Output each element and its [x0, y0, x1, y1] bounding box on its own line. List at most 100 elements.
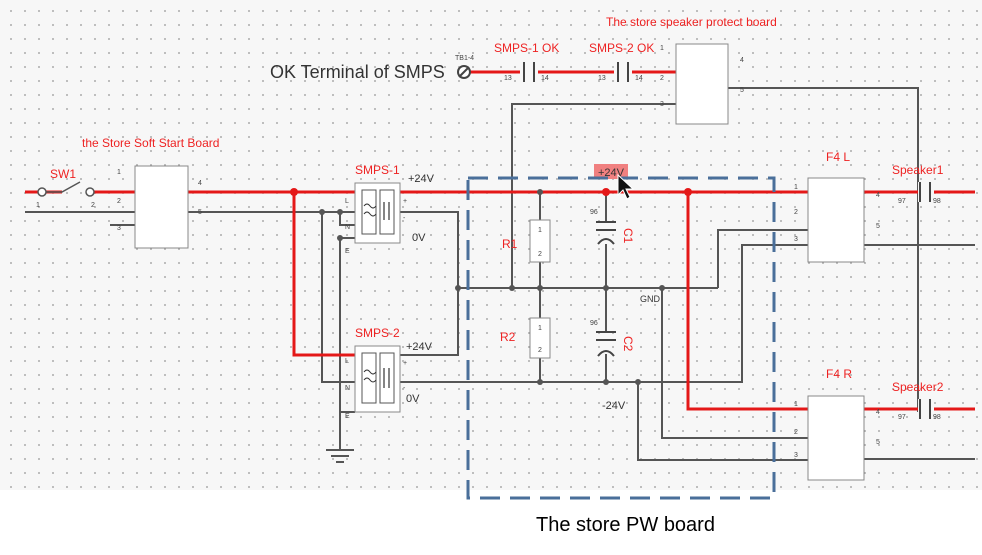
f4r-live-wire: [686, 192, 808, 411]
junction-dot: [603, 285, 609, 291]
r1-pin2: 2: [538, 251, 542, 258]
f4l-box: [807, 177, 865, 263]
r2-pin1: 1: [538, 325, 542, 332]
r1-label: R1: [502, 237, 518, 251]
r2-label: R2: [500, 330, 516, 344]
smps2-ok-label: SMPS-2 OK: [589, 41, 654, 55]
mouse-cursor-icon: [617, 173, 635, 200]
capacitor-plates-icon: [596, 331, 616, 341]
contact-gap: [520, 62, 538, 82]
r1-pin1: 1: [538, 227, 542, 234]
speaker1-pin98: 98: [933, 198, 941, 205]
smps1-ok-pin13: 13: [504, 75, 512, 82]
smps2-plus-label: +24V: [406, 341, 433, 353]
junction-dot: [290, 188, 298, 196]
f4r-module[interactable]: F4 R 1 2 3 4 5: [794, 367, 880, 481]
c1-pin: 96: [590, 209, 598, 216]
smps2-pin-plus: +: [403, 360, 407, 367]
junction-dot: [537, 189, 543, 195]
smps2-pin-n: N: [345, 385, 350, 392]
ac-wave-icon: [363, 203, 377, 217]
protect-pin4: 4: [740, 57, 744, 64]
smps1-module[interactable]: SMPS-1 +24V 0V L N E + -: [345, 163, 435, 255]
soft-start-title: the Store Soft Start Board: [82, 136, 219, 150]
junction-dot: [635, 379, 641, 385]
pw-board-caption: The store PW board: [536, 514, 715, 536]
smps1-inner-left: [361, 189, 377, 235]
speaker2-label: Speaker2: [892, 380, 944, 394]
junction-dot: [602, 188, 610, 196]
resistor-r1[interactable]: R1 1 2: [502, 219, 551, 263]
smps2-ok-pin13: 13: [598, 75, 606, 82]
speaker2-contact[interactable]: Speaker2 97 98: [892, 380, 944, 421]
smps2-label: SMPS-2: [355, 326, 400, 340]
junction-dot: [319, 209, 325, 215]
soft-start-board[interactable]: the Store Soft Start Board 1 2 3 4 5: [82, 136, 219, 249]
resistor-r2[interactable]: R2 1 2: [500, 317, 551, 359]
switch-sw1[interactable]: SW1 1 2: [36, 167, 95, 209]
junction-dot: [337, 235, 343, 241]
smps2-n-wire: [321, 212, 355, 383]
ok-terminal-label: OK Terminal of SMPS: [270, 62, 445, 82]
f4l-module[interactable]: F4 L 1 2 3 4 5: [794, 150, 880, 263]
smps2-pin-minus: -: [403, 385, 406, 392]
smps1-0v-wire: [400, 211, 459, 288]
smps2-ok-contact[interactable]: SMPS-2 OK 13 14: [589, 41, 654, 82]
junction-dot: [659, 285, 665, 291]
ok-terminal[interactable]: OK Terminal of SMPS TB1-4: [270, 55, 474, 82]
smps1-label: SMPS-1: [355, 163, 400, 177]
capacitor-curve-icon: [597, 238, 615, 245]
protect-pin3-wire: [511, 103, 676, 288]
f4r-box: [807, 395, 865, 481]
switch-terminal-icon: [37, 187, 47, 197]
junction-dot: [537, 285, 543, 291]
capacitor-c2[interactable]: C2 96: [590, 320, 635, 357]
f4l-pin2: 2: [794, 209, 798, 216]
f4r-pin1: 1: [794, 401, 798, 408]
smps2-inner-left: [361, 352, 377, 404]
ground-symbol-icon: [326, 449, 354, 463]
protect-pin3: 3: [660, 101, 664, 108]
capacitor-c1[interactable]: C1 96: [590, 209, 635, 245]
capacitor-plates-icon: [596, 221, 616, 231]
smps2-plus-wire: [400, 288, 459, 356]
speaker2-pin97: 97: [898, 414, 906, 421]
f4l-pin5: 5: [876, 223, 880, 230]
speaker1-contact[interactable]: Speaker1 97 98: [892, 163, 944, 205]
smps2-live-wire: [292, 192, 355, 357]
ok-terminal-tag: TB1-4: [455, 55, 474, 62]
soft-start-pin5: 5: [198, 209, 202, 216]
smps1-n-link: [339, 212, 355, 226]
speaker-protect-board[interactable]: The store speaker protect board 1 2 3 4 …: [606, 15, 777, 125]
sw1-pin2: 2: [91, 202, 95, 209]
f4r-pin2-wire: [661, 288, 808, 439]
smps1-ok-contact[interactable]: SMPS-1 OK 13 14: [494, 41, 559, 82]
protect-pin2: 2: [660, 75, 664, 82]
dc-bars-icon: [383, 368, 390, 388]
switch-terminal-icon: [85, 187, 95, 197]
contact-plates-icon: [523, 62, 535, 82]
sw1-pin1: 1: [36, 202, 40, 209]
speaker1-label: Speaker1: [892, 163, 944, 177]
protect-pin5-loop: [728, 87, 919, 412]
smps1-pin-e: E: [345, 248, 350, 255]
c1-label: C1: [621, 228, 635, 244]
soft-start-pin3: 3: [117, 225, 121, 232]
f4l-pin3: 3: [794, 236, 798, 243]
junction-dot: [455, 285, 461, 291]
f4r-pin2: 2: [794, 429, 798, 436]
soft-start-pin4: 4: [198, 180, 202, 187]
junction-dot: [509, 285, 515, 291]
smps2-pin-l: L: [345, 358, 349, 365]
smps1-pin-plus: +: [403, 198, 407, 205]
protect-pin5: 5: [740, 87, 744, 94]
f4r-pin4: 4: [876, 409, 880, 416]
smps2-module[interactable]: SMPS-2 +24V 0V L N E + -: [345, 326, 433, 420]
gnd-junctions: [319, 209, 665, 385]
capacitor-curve-icon: [597, 350, 615, 357]
smps2-pin-e: E: [345, 413, 350, 420]
sw1-label: SW1: [50, 167, 76, 181]
smps1-ok-pin14: 14: [541, 75, 549, 82]
speaker2-pin98: 98: [933, 414, 941, 421]
